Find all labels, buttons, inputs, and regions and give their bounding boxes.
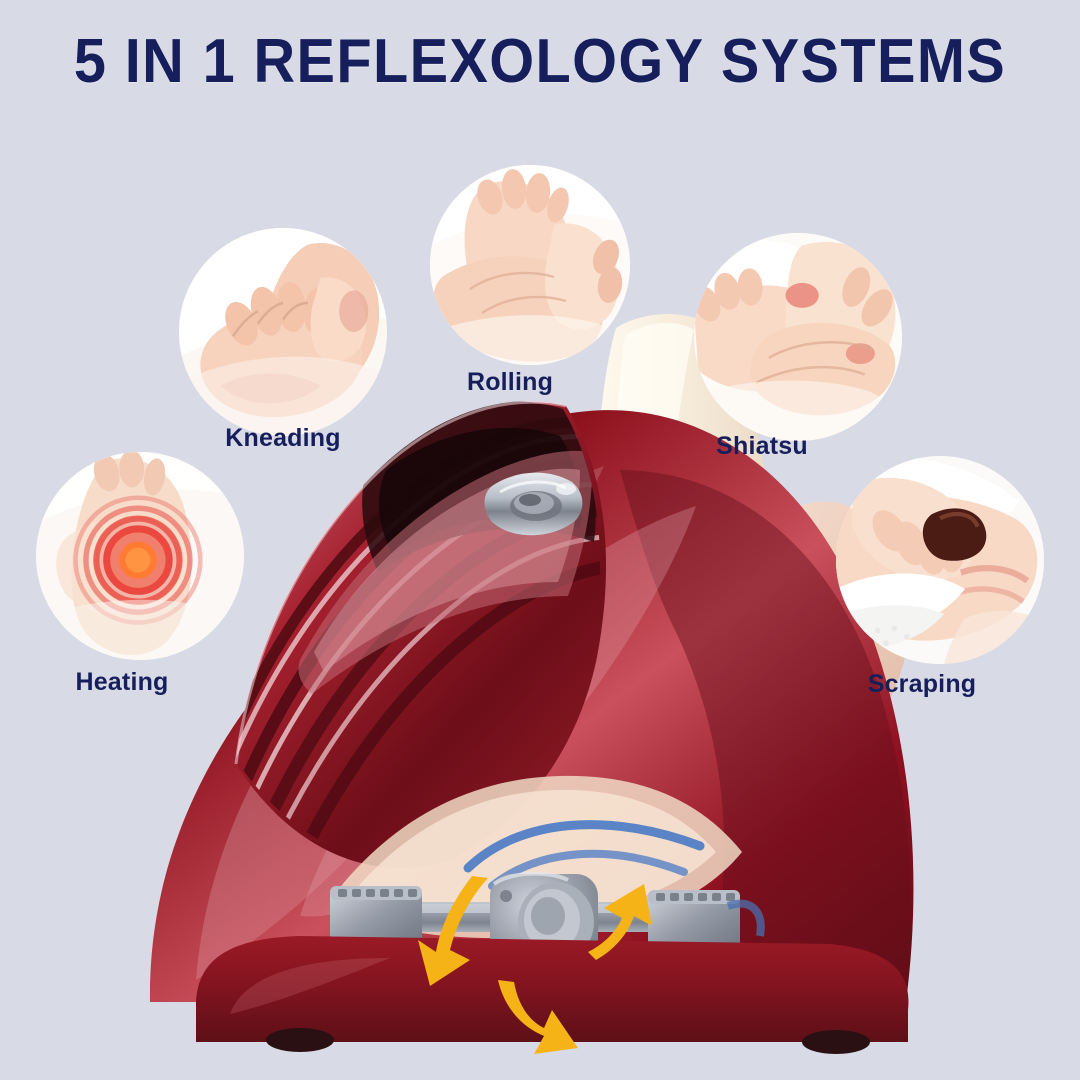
feature-bubble-shiatsu[interactable] bbox=[694, 233, 902, 441]
thumbs-pressure-foot-icon bbox=[694, 233, 902, 441]
gua-sha-scraping-icon bbox=[836, 456, 1044, 664]
vibration-arcs bbox=[463, 820, 705, 890]
page-title: 5 IN 1 REFLEXOLOGY SYSTEMS bbox=[73, 27, 1007, 96]
feature-bubble-scraping[interactable] bbox=[836, 456, 1044, 664]
hands-kneading-foot-icon bbox=[179, 228, 387, 436]
hands-rolling-foot-icon bbox=[430, 165, 630, 365]
feature-label-kneading: Kneading bbox=[225, 424, 341, 452]
feature-bubble-heating[interactable] bbox=[36, 452, 244, 660]
feature-label-shiatsu: Shiatsu bbox=[716, 432, 808, 460]
chrome-control-panel[interactable] bbox=[484, 472, 583, 536]
heat-rings-foot-icon bbox=[36, 452, 244, 660]
feature-bubble-rolling[interactable] bbox=[430, 165, 630, 365]
device-base bbox=[196, 936, 909, 1054]
feature-bubble-kneading[interactable] bbox=[179, 228, 387, 436]
feature-label-heating: Heating bbox=[75, 668, 169, 696]
motion-arrows bbox=[418, 876, 652, 1054]
feature-label-rolling: Rolling bbox=[466, 368, 554, 396]
feature-label-scraping: Scraping bbox=[867, 670, 977, 698]
